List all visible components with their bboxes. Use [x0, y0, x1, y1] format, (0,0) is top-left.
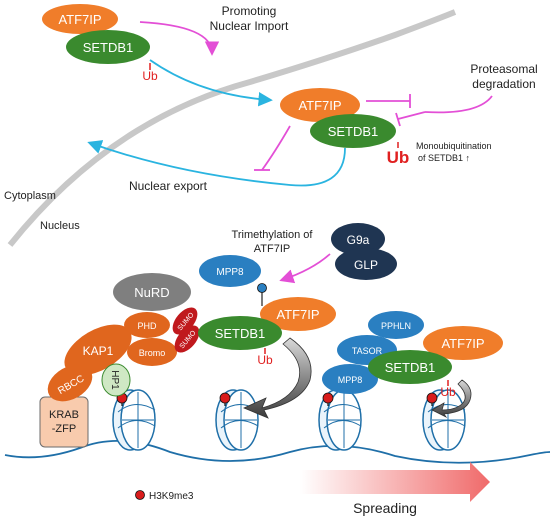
trimethylation-line1: Trimethylation of	[232, 229, 314, 241]
phd-label: PHD	[137, 321, 157, 331]
nuclear-export-label: Nuclear export	[129, 179, 208, 193]
atf7ip-right	[423, 326, 503, 360]
nuclear-export-arrow	[87, 140, 346, 187]
nuclear-envelope	[7, 9, 457, 247]
kap1-bromo	[127, 338, 177, 366]
degradation-inhibit-setdb1	[397, 111, 426, 120]
nucleus-label: Nucleus	[40, 220, 80, 232]
krab-zfp-line2: -ZFP	[52, 423, 76, 435]
pphln	[368, 311, 424, 339]
atf7ip-nucleus-label: ATF7IP	[298, 98, 341, 113]
atf7ip-me3-mark	[257, 283, 267, 293]
monoubiq-line2: of SETDB1 ↑	[418, 153, 470, 163]
mpp8-right	[322, 364, 378, 394]
nucleosome-3	[318, 389, 362, 451]
kap1	[64, 324, 132, 376]
promoting-line1: Promoting	[222, 4, 277, 18]
hp1	[101, 363, 131, 397]
krab-zfp	[39, 396, 89, 448]
proteasomal-line1: Proteasomal	[470, 62, 537, 76]
setdb1-middle	[198, 316, 282, 350]
degradation-path	[424, 95, 493, 114]
methylation-curved-arrow-right	[431, 379, 472, 419]
kap1-label: KAP1	[83, 344, 114, 358]
setdb1-cytoplasm	[66, 30, 150, 64]
spreading-label: Spreading	[353, 500, 417, 516]
setdb1-right-label: SETDB1	[385, 360, 436, 375]
atf7ip-nucleus	[280, 88, 360, 122]
h3k9me3-mark-3	[322, 392, 334, 406]
bromo-label: Bromo	[139, 348, 166, 358]
ub-nucleus-large: Ub	[387, 148, 410, 167]
krab-zfp-line1: KRAB	[49, 409, 79, 421]
kap1-phd	[124, 312, 170, 338]
trimethylation-line2: ATF7IP	[254, 243, 290, 255]
setdb1-nucleus	[310, 114, 396, 148]
g9a	[331, 223, 385, 255]
sumo-1	[172, 307, 198, 335]
ub-right: Ub	[440, 385, 456, 399]
glp-label: GLP	[354, 258, 378, 272]
setdb1-middle-label: SETDB1	[215, 326, 266, 341]
mpp8-middle	[199, 255, 261, 287]
tasor-label: TASOR	[352, 346, 383, 356]
ub-cytoplasm: Ub	[142, 69, 158, 83]
glp	[335, 248, 397, 280]
atf7ip-cytoplasm-label: ATF7IP	[58, 12, 101, 27]
mpp8-right-label: MPP8	[338, 375, 363, 385]
nucleosome-1	[112, 389, 156, 451]
methylation-curved-arrow-middle	[242, 337, 312, 419]
ub-middle: Ub	[257, 353, 273, 367]
spreading-arrow	[300, 462, 490, 502]
monoubiq-line1: Monoubiquitination	[416, 141, 492, 151]
nurd	[113, 273, 191, 311]
mpp8-middle-label: MPP8	[216, 267, 244, 278]
atf7ip-middle-label: ATF7IP	[276, 307, 319, 322]
promoting-line2: Nuclear Import	[210, 19, 289, 33]
proteasomal-line2: degradation	[472, 77, 535, 91]
setdb1-cytoplasm-label: SETDB1	[83, 40, 134, 55]
sumo-2	[174, 325, 200, 353]
setdb1-nucleus-label: SETDB1	[328, 124, 379, 139]
cytoplasm-label: Cytoplasm	[4, 190, 56, 202]
atf7ip-cytoplasm	[42, 4, 118, 34]
h3k9me3-legend-marker	[135, 490, 145, 500]
promoting-import-arrow	[139, 21, 220, 56]
h3k9me3-legend-label: H3K9me3	[149, 491, 194, 502]
atf7ip-right-label: ATF7IP	[441, 336, 484, 351]
setdb1-right	[368, 350, 452, 384]
trimethylation-arrow	[279, 253, 331, 284]
g9a-label: G9a	[347, 233, 370, 247]
atf7ip-middle	[260, 297, 336, 331]
export-inhibit	[261, 125, 291, 171]
nuclear-import-arrow	[149, 59, 273, 107]
pphln-label: PPHLN	[381, 321, 411, 331]
degradation-inhibit-setdb1-bar	[395, 112, 401, 127]
hp1-label: HP1	[109, 370, 120, 390]
h3k9me3-mark-2	[219, 392, 231, 406]
h3k9me3-mark-4	[426, 392, 438, 406]
nurd-label: NuRD	[134, 285, 169, 300]
